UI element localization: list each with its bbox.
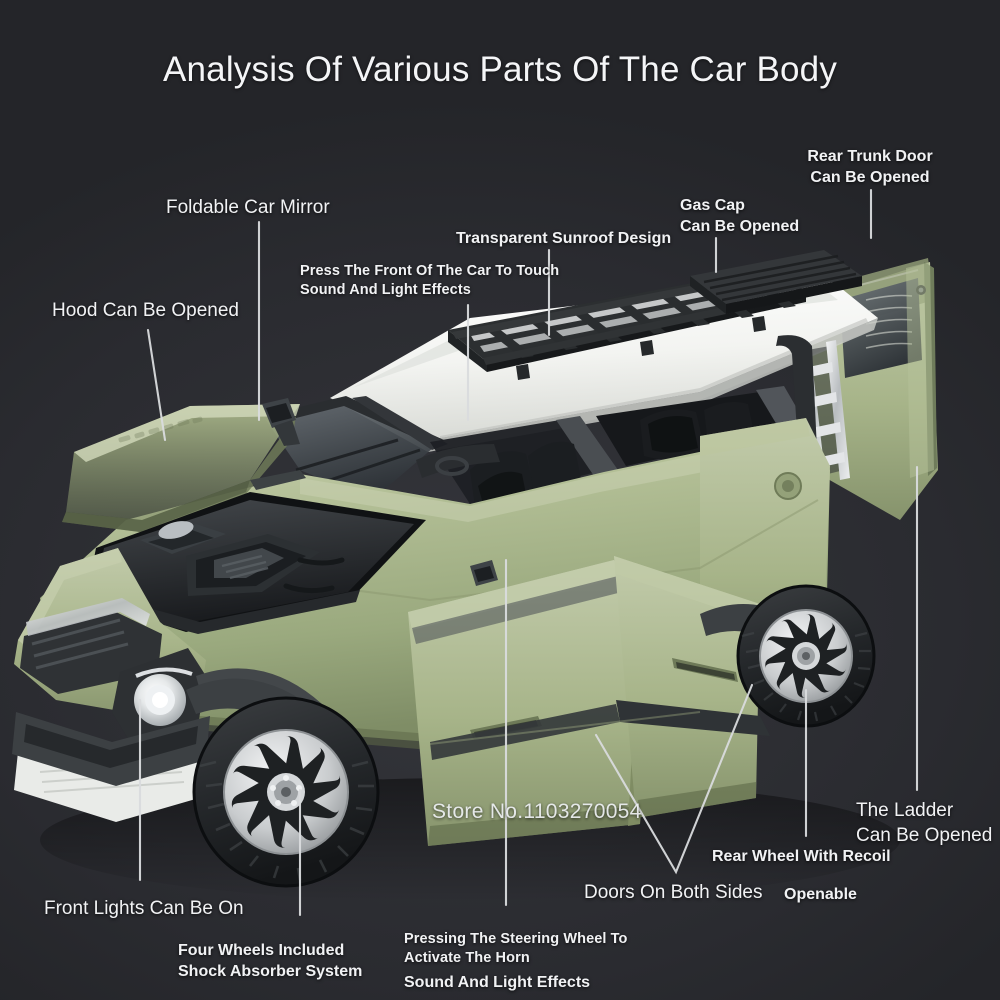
callout-doors: Doors On Both Sides [584,882,763,903]
callout-front-lights: Front Lights Can Be On [44,898,244,919]
callout-rear-trunk: Rear Trunk Door Can Be Opened [807,148,933,186]
callout-gas-cap: Gas Cap Can Be Opened [680,197,800,235]
callout-front-touch: Press The Front Of The Car To Touch Soun… [300,263,560,298]
callout-four-wheels: Four Wheels Included Shock Absorber Syst… [178,942,363,980]
callout-steering-extra: Sound And Light Effects [404,974,591,991]
callout-hood: Hood Can Be Opened [52,300,239,321]
page-title: Analysis Of Various Parts Of The Car Bod… [162,50,838,89]
store-watermark: Store No.1103270054 [432,800,642,823]
callout-ladder: The Ladder Can Be Opened [856,800,993,846]
callout-sunroof: Transparent Sunroof Design [456,230,672,247]
callout-doors-suffix: Openable [784,886,857,903]
callout-mirror: Foldable Car Mirror [166,197,330,218]
callout-steering: Pressing The Steering Wheel To Activate … [404,931,628,966]
callout-rear-wheel: Rear Wheel With Recoil [712,848,891,865]
